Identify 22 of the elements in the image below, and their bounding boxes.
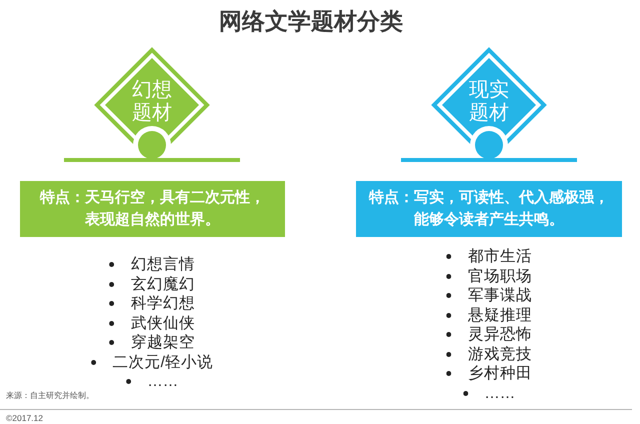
list-item: 悬疑推理 xyxy=(468,306,532,325)
copyright-note: ©2017.12 xyxy=(6,413,43,424)
list-item: 二次元/轻小说 xyxy=(112,352,213,372)
list-item: 乡村种田 xyxy=(468,364,532,384)
list-item: 军事谍战 xyxy=(468,286,532,306)
list-item: 穿越架空 xyxy=(130,333,195,352)
list-item: …… xyxy=(484,384,516,403)
list-item: 官场职场 xyxy=(468,266,532,286)
list-item: 幻想言情 xyxy=(130,255,195,274)
list-item: 都市生活 xyxy=(468,247,532,266)
list-item: 灵异恐怖 xyxy=(468,325,532,344)
list-item: 武侠仙侠 xyxy=(130,314,195,333)
list-item: 玄幻魔幻 xyxy=(130,274,195,294)
category-title: 幻想题材 xyxy=(131,78,173,124)
source-note: 来源：自主研究并绘制。 xyxy=(6,391,94,401)
feature-banner: 特点：天马行空，具有二次元性，表现超自然的世界。 xyxy=(20,181,285,237)
page-title: 网络文学题材分类 xyxy=(219,7,403,35)
list-item: 科学幻想 xyxy=(130,294,195,314)
list-item: 游戏竞技 xyxy=(468,344,532,364)
category-title: 现实题材 xyxy=(468,78,510,124)
list-item: …… xyxy=(147,372,178,392)
feature-banner: 特点：写实，可读性、代入感极强，能够令读者产生共鸣。 xyxy=(356,181,622,237)
